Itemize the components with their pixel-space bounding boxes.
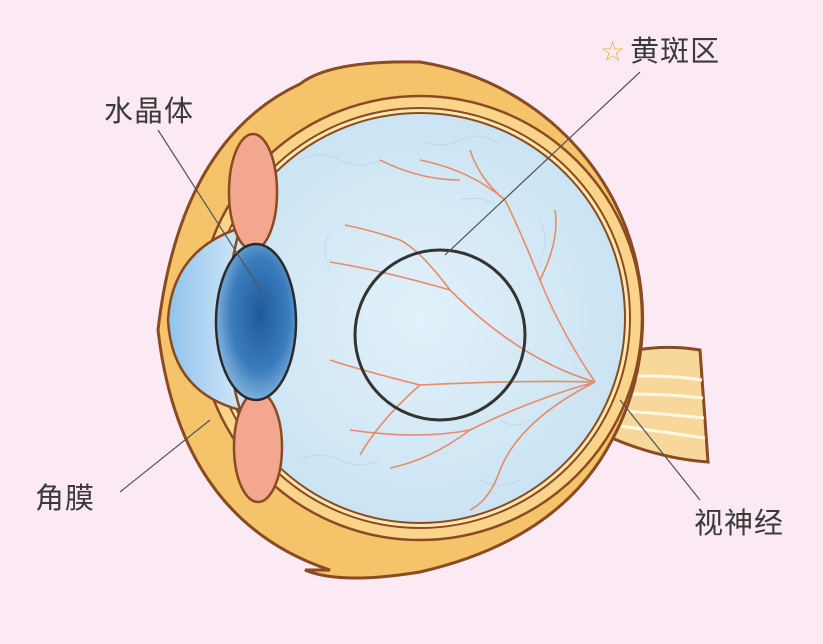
star-icon: ☆ — [600, 35, 627, 68]
optic-nerve-leader — [619, 399, 701, 501]
cornea-label: 角膜 — [35, 481, 96, 515]
macula-outline — [353, 248, 527, 422]
ciliary-body-top — [227, 132, 279, 252]
optic-nerve-label: 视神经 — [694, 506, 785, 540]
lens — [214, 242, 298, 402]
macula-leader — [444, 71, 641, 256]
lens-label: 水晶体 — [104, 94, 195, 128]
macula-label-text: 黄斑区 — [630, 34, 721, 68]
macula-label: ☆黄斑区 — [600, 28, 720, 70]
vitreous-texture — [299, 135, 546, 486]
lens-leader — [157, 129, 263, 293]
cornea-leader — [119, 419, 211, 493]
ciliary-body-bottom — [232, 390, 284, 504]
